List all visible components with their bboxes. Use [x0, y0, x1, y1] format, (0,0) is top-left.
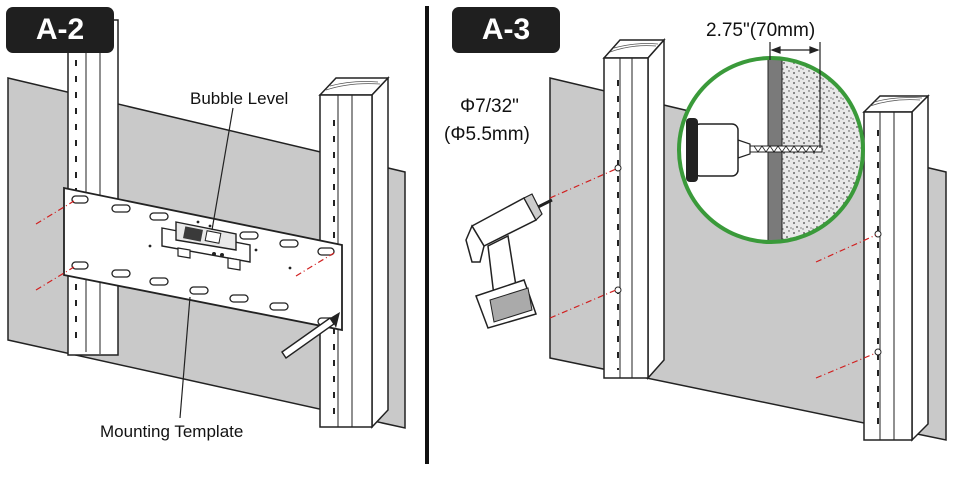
- step-badge-a2: A-2: [6, 7, 114, 53]
- magnifier-detail-icon: [677, 56, 865, 244]
- mounting-template-label: Mounting Template: [100, 422, 243, 441]
- step-a3-illustration: Φ7/32" (Φ5.5mm) 2.75"(70mm): [444, 20, 947, 442]
- hole-guide-lines: [35, 200, 335, 291]
- drill-depth-dimension: [769, 42, 821, 148]
- step-a2-illustration: Bubble Level Mounting Template: [7, 19, 406, 441]
- bubble-level-icon: [161, 221, 251, 271]
- step-a2-panel: Bubble Level Mounting Template A-2: [0, 0, 422, 483]
- bubble-level-leader: [211, 107, 234, 231]
- mounting-template-plate: [63, 186, 343, 332]
- step-a3-panel: Φ7/32" (Φ5.5mm) 2.75"(70mm) A-3: [432, 0, 971, 483]
- drill-depth-label: 2.75"(70mm): [706, 20, 815, 41]
- screwdriver-icon: [281, 312, 340, 359]
- mounting-template-leader: [179, 296, 191, 419]
- stud-right: [862, 94, 930, 442]
- stud-left: [67, 19, 119, 356]
- stud-right: [318, 76, 390, 429]
- drill-bit-size-label: Φ7/32": [460, 96, 519, 117]
- step-badge-a3: A-3: [452, 7, 560, 53]
- stud-left: [602, 38, 666, 380]
- panel-divider: [425, 6, 429, 464]
- bubble-level-label: Bubble Level: [190, 89, 288, 108]
- drill-icon: [465, 193, 553, 329]
- drill-bit-size-metric-label: (Φ5.5mm): [444, 124, 530, 145]
- hole-guide-lines: [549, 168, 877, 379]
